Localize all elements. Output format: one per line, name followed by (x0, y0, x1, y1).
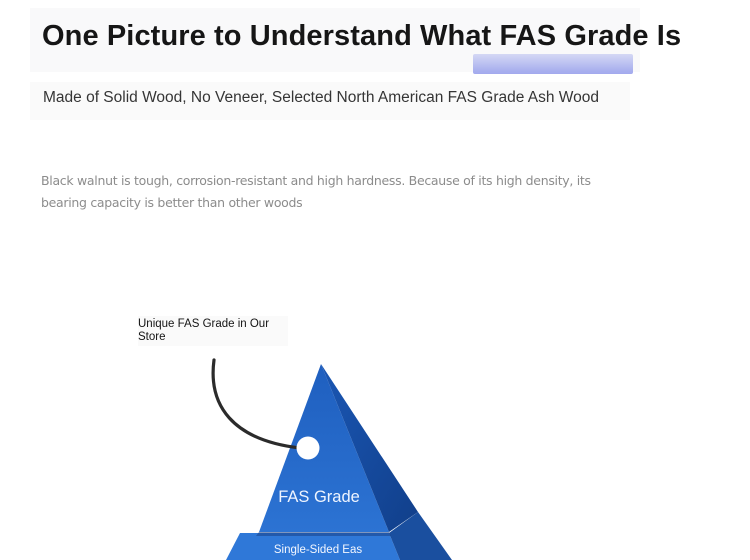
pyramid-top-left-face (259, 364, 389, 532)
page-title: One Picture to Understand What FAS Grade… (42, 20, 682, 52)
subtitle-band (30, 82, 630, 120)
pyramid-tier-divider (256, 532, 391, 536)
page-subtitle: Made of Solid Wood, No Veneer, Selected … (43, 89, 600, 106)
pyramid-second-tier-front (226, 533, 400, 560)
pyramid-tier-label-fas: FAS Grade (278, 488, 360, 506)
pyramid-tier-label-second: Single-Sided Eas (273, 544, 363, 556)
callout-marker-dot (296, 436, 320, 460)
pyramid-second-tier-side (389, 512, 452, 560)
pyramid-top-right-face (321, 364, 418, 532)
title-highlight (473, 54, 633, 74)
callout-label: Unique FAS Grade in Our Store (138, 316, 288, 346)
wood-description: Black walnut is tough, corrosion-resista… (41, 173, 591, 210)
callout-connector-line (211, 358, 302, 450)
